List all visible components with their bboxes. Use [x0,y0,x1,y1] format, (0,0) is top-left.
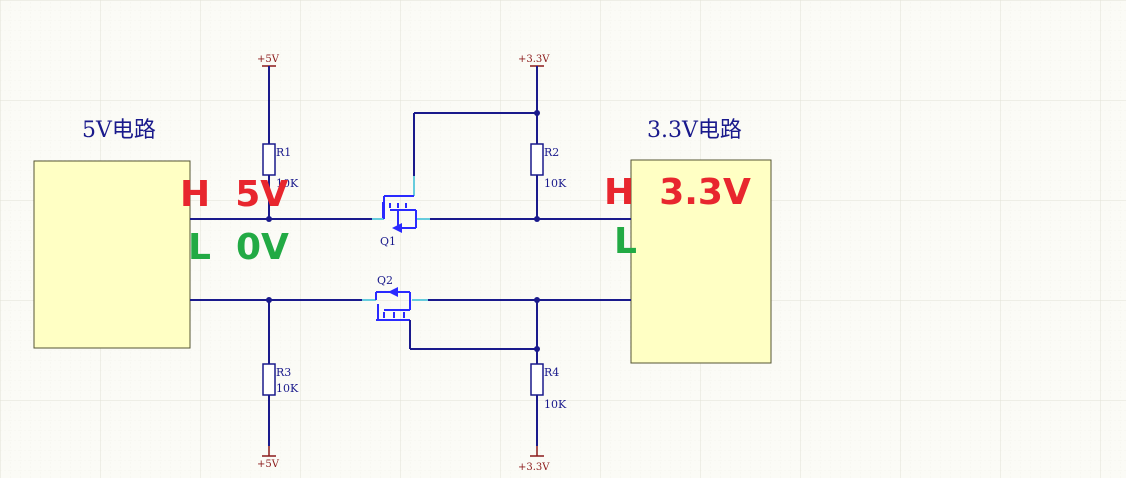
left-block-title: 5V电路 [82,118,156,143]
q1-diode-arrow [392,223,402,233]
junction-dot [534,297,540,303]
r3-ref: R3 [276,366,291,379]
r4-value: 10K [544,398,567,411]
junction-dot [534,346,540,352]
r3-supply-label: +5V [257,459,280,470]
right-low-annotation: L [614,221,637,262]
r4-supply-label: +3.3V [518,462,550,473]
left-high-annotation: H 5V [180,174,288,215]
resistor-r2[interactable] [413,65,544,219]
r1-ref: R1 [276,146,291,159]
junction-dot [266,297,272,303]
q2-diode-arrow [388,287,398,297]
junction-dot [534,216,540,222]
left-circuit-block[interactable] [33,160,191,349]
right-high-annotation: H 3.3V [604,172,751,213]
r4-ref: R4 [544,366,559,379]
r1-supply-label: +5V [257,54,280,65]
mosfet-q1[interactable] [382,195,417,233]
resistor-r1[interactable] [262,65,276,219]
resistor-r3[interactable] [262,300,276,457]
left-low-annotation: L 0V [188,227,289,268]
r2-ref: R2 [544,146,559,159]
mosfet-q2[interactable] [375,287,537,350]
junction-dot [266,216,272,222]
r3-value: 10K [276,382,299,395]
resistor-r4[interactable] [530,300,544,457]
q1-ref: Q1 [380,235,396,248]
r2-supply-label: +3.3V [518,54,550,65]
right-block-title: 3.3V电路 [647,118,742,143]
r2-value: 10K [544,177,567,190]
q2-ref: Q2 [377,274,393,287]
junction-dot [534,110,540,116]
right-circuit-block[interactable] [630,159,772,364]
r1-value: 10K [276,177,299,190]
